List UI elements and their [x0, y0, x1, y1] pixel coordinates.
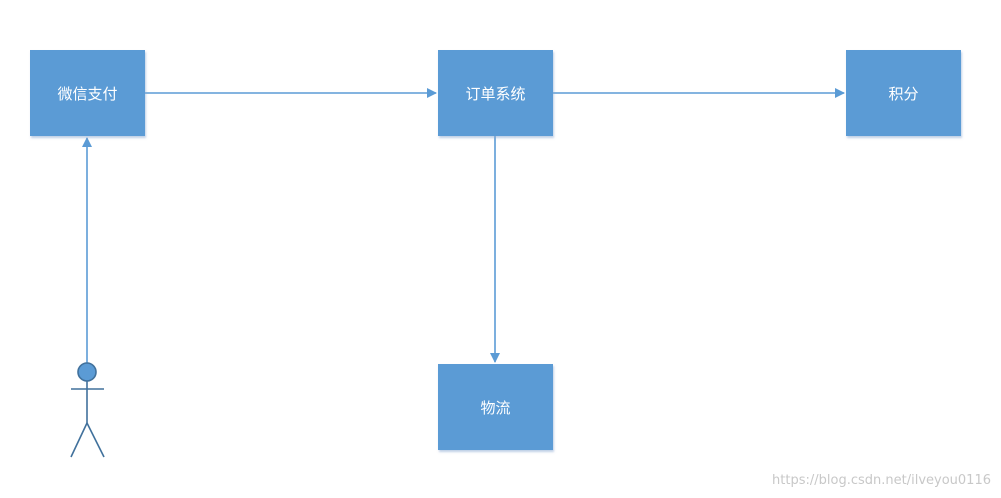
node-order-system[interactable]: 订单系统: [438, 50, 553, 136]
node-points-label: 积分: [888, 84, 919, 103]
watermark-text: https://blog.csdn.net/ilveyou0116: [772, 473, 991, 488]
node-wechat-pay[interactable]: 微信支付: [30, 50, 145, 136]
node-logistics-label: 物流: [480, 398, 511, 417]
node-order-system-label: 订单系统: [465, 84, 526, 103]
node-points[interactable]: 积分: [846, 50, 961, 136]
actor-icon: [70, 362, 105, 458]
node-logistics[interactable]: 物流: [438, 364, 553, 450]
node-wechat-pay-label: 微信支付: [57, 84, 118, 103]
